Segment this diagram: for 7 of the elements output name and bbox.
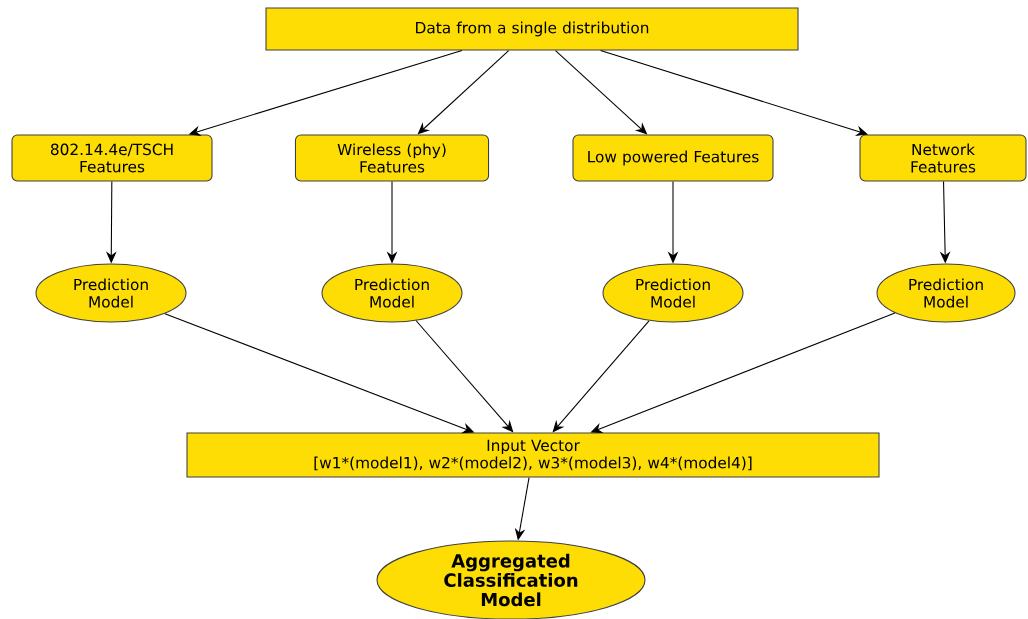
feature-box: Network Features (859, 134, 1027, 182)
source-box: Data from a single distribution (265, 7, 799, 51)
feature-box: Low powered Features (572, 134, 774, 182)
vector-box: Input Vector [w1*(model1), w2*(model2), w3*(model3), w4*(model4)] (186, 432, 880, 478)
feature-box: Wireless (phy) Features (294, 134, 490, 182)
feature-box: 802.14.4e/TSCH Features (11, 134, 213, 182)
arrow (417, 50, 510, 135)
